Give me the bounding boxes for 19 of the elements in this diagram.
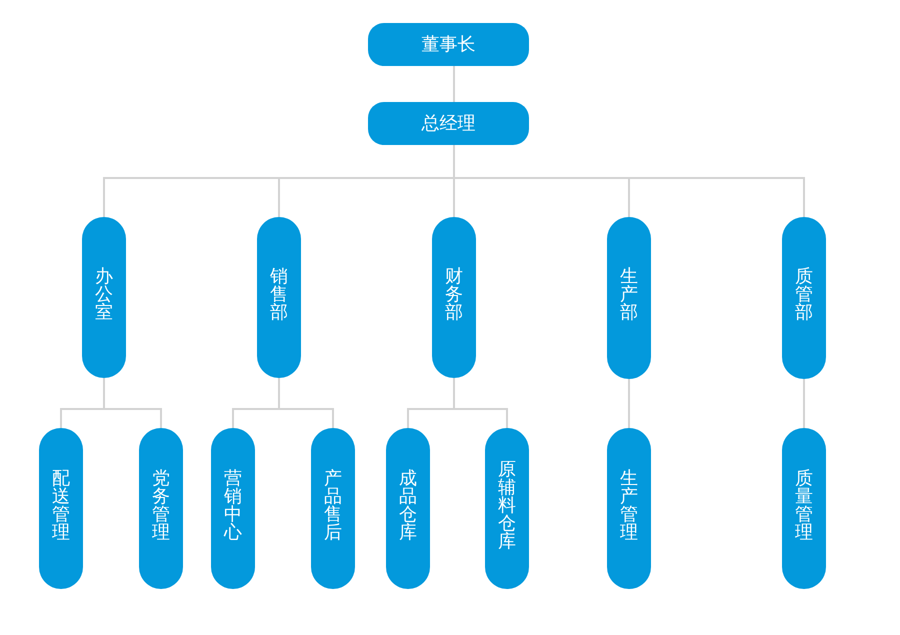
department-box: 营销中心 [211,428,255,589]
department-box: 质量管理 [782,428,826,589]
department-box: 党务管理 [139,428,183,589]
connector-line [803,379,805,428]
department-box: 配送管理 [39,428,83,589]
department-box: 办公室 [82,217,126,378]
connector-line [453,66,455,102]
executive-box: 总经理 [368,102,529,145]
department-box: 原辅料仓库 [485,428,529,589]
department-box: 质管部 [782,217,826,379]
executive-box: 董事长 [368,23,529,66]
department-box: 财务部 [432,217,476,378]
department-box: 成品仓库 [386,428,430,589]
connector-line [628,379,630,428]
department-box: 销售部 [257,217,301,378]
department-box: 产品售后 [311,428,355,589]
department-box: 生产管理 [607,428,651,589]
connector-line [453,145,805,217]
department-box: 生产部 [607,217,651,379]
